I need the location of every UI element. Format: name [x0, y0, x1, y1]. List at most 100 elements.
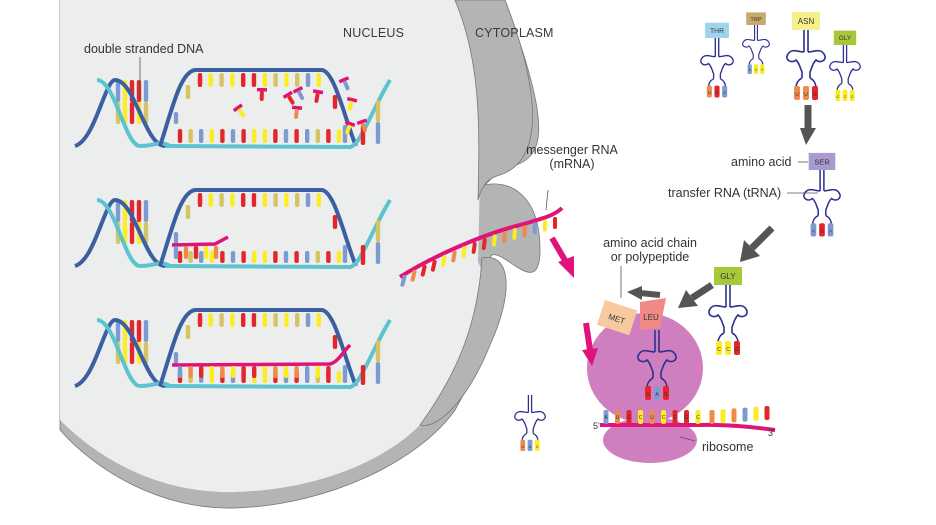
trna-body — [742, 25, 770, 66]
dna-stage-1 — [74, 68, 392, 150]
free-nucleotide — [338, 76, 350, 91]
nucleotide-base — [251, 73, 257, 87]
mrna-base — [720, 409, 726, 424]
polypeptide-label: amino acid chain or polypeptide — [590, 236, 710, 264]
free-nucleotide — [282, 90, 295, 105]
nucleotide-base — [208, 73, 213, 87]
nucleotide-base — [305, 313, 311, 327]
anticodon-letter: A — [749, 68, 752, 72]
ribosome-small-subunit — [603, 417, 697, 463]
nucleotide-base — [332, 215, 338, 229]
codon-letter: G — [673, 415, 677, 421]
anticodon-letter: C — [844, 94, 847, 99]
mrna-base — [753, 406, 759, 421]
nucleotide-base — [197, 73, 203, 87]
nucleotide-base — [273, 251, 278, 263]
amino-acid-box — [714, 267, 742, 285]
nucleotide-base — [284, 193, 289, 207]
nucleotide-base — [185, 85, 191, 99]
nucleotide-base — [332, 335, 338, 349]
nucleotide-base — [342, 125, 348, 143]
anticodon-base — [835, 89, 841, 101]
amino-acid-box — [792, 12, 820, 30]
ribosome-label: ribosome — [702, 440, 754, 454]
nucleotide-base — [129, 102, 135, 124]
nucleotide-base — [343, 80, 350, 91]
nucleotide-base — [316, 313, 321, 327]
arrow-chain-growth-icon — [639, 290, 661, 298]
amino-acid-box — [705, 22, 729, 38]
anticodon-letter: A — [812, 229, 816, 235]
arrow-chain-growth-head-icon — [627, 286, 642, 300]
dna-transcription-stages — [74, 68, 392, 390]
nucleotide-base — [262, 251, 267, 263]
nucleotide-base — [241, 129, 246, 143]
nucleotide-sugar — [256, 87, 268, 92]
nuclear-pore-upper — [454, 0, 533, 201]
codon-letter: C — [662, 415, 666, 421]
anticodon-letter: G — [664, 392, 668, 398]
nucleotide-sugar — [344, 120, 356, 127]
anticodon-base — [716, 341, 722, 355]
nucleotide-base — [177, 251, 183, 263]
nucleotide-base — [199, 129, 204, 143]
nucleotide-base — [375, 340, 381, 362]
nucleus — [59, 0, 541, 509]
nucleotide-base — [375, 220, 381, 242]
nucleotide-base — [230, 73, 235, 87]
codon-base — [661, 410, 666, 424]
nucleotide-base — [345, 124, 352, 135]
anticodon-letter: C — [726, 347, 730, 353]
free-nucleotide — [292, 85, 305, 101]
nucleotide-base — [297, 90, 305, 101]
nucleotide-base — [241, 313, 246, 327]
nucleotide-base — [342, 245, 348, 263]
anticodon-letter: U — [795, 92, 799, 98]
nucleotide-base — [143, 80, 149, 102]
nucleotide-base — [336, 129, 342, 143]
nucleotide-base — [305, 193, 311, 207]
nucleotide-base — [203, 246, 209, 259]
amino-acid-name: THR — [710, 28, 724, 35]
nucleotide-base — [185, 205, 191, 219]
nucleotide-base — [326, 366, 331, 378]
nucleotide-base — [136, 80, 142, 102]
nucleotide-base — [336, 371, 342, 383]
anticodon-letter: C — [851, 94, 854, 99]
nucleotide-base — [115, 200, 121, 222]
amino-acid-box — [833, 30, 857, 45]
exported-mrna — [398, 206, 564, 287]
nucleotide-base — [219, 313, 224, 327]
nucleotide-base — [294, 108, 299, 119]
nucleotide-base — [360, 365, 366, 385]
anticodon-base — [803, 86, 809, 100]
met-amino-acid: MET — [596, 300, 638, 336]
nucleotide-base — [273, 366, 278, 378]
nucleotide-base — [213, 246, 219, 259]
nucleotide-base — [220, 129, 225, 143]
double-stranded-dna-label: double stranded DNA — [84, 42, 204, 56]
dna-stage-3 — [74, 308, 392, 390]
arrow-into-ribosome-icon — [583, 322, 593, 351]
ribosome-mrna-backbone — [600, 422, 776, 432]
nucleotide-base — [326, 129, 331, 143]
nucleotide-base — [197, 193, 203, 207]
arrow-gly-to-leu-head-icon — [678, 290, 698, 308]
nucleotide-sugar — [356, 118, 368, 126]
codon-base — [638, 410, 643, 424]
mrna-base — [451, 250, 457, 263]
anticodon-base — [714, 85, 720, 98]
anticodon-letter: C — [536, 444, 539, 449]
nucleotide-base — [273, 129, 278, 143]
completed-mrna — [171, 343, 352, 367]
dna-strand-a — [74, 197, 166, 268]
five-prime-label: 5' — [593, 421, 600, 431]
free-nucleotide — [232, 103, 246, 118]
mrna-base — [400, 274, 407, 287]
nucleotide-base — [283, 129, 289, 143]
